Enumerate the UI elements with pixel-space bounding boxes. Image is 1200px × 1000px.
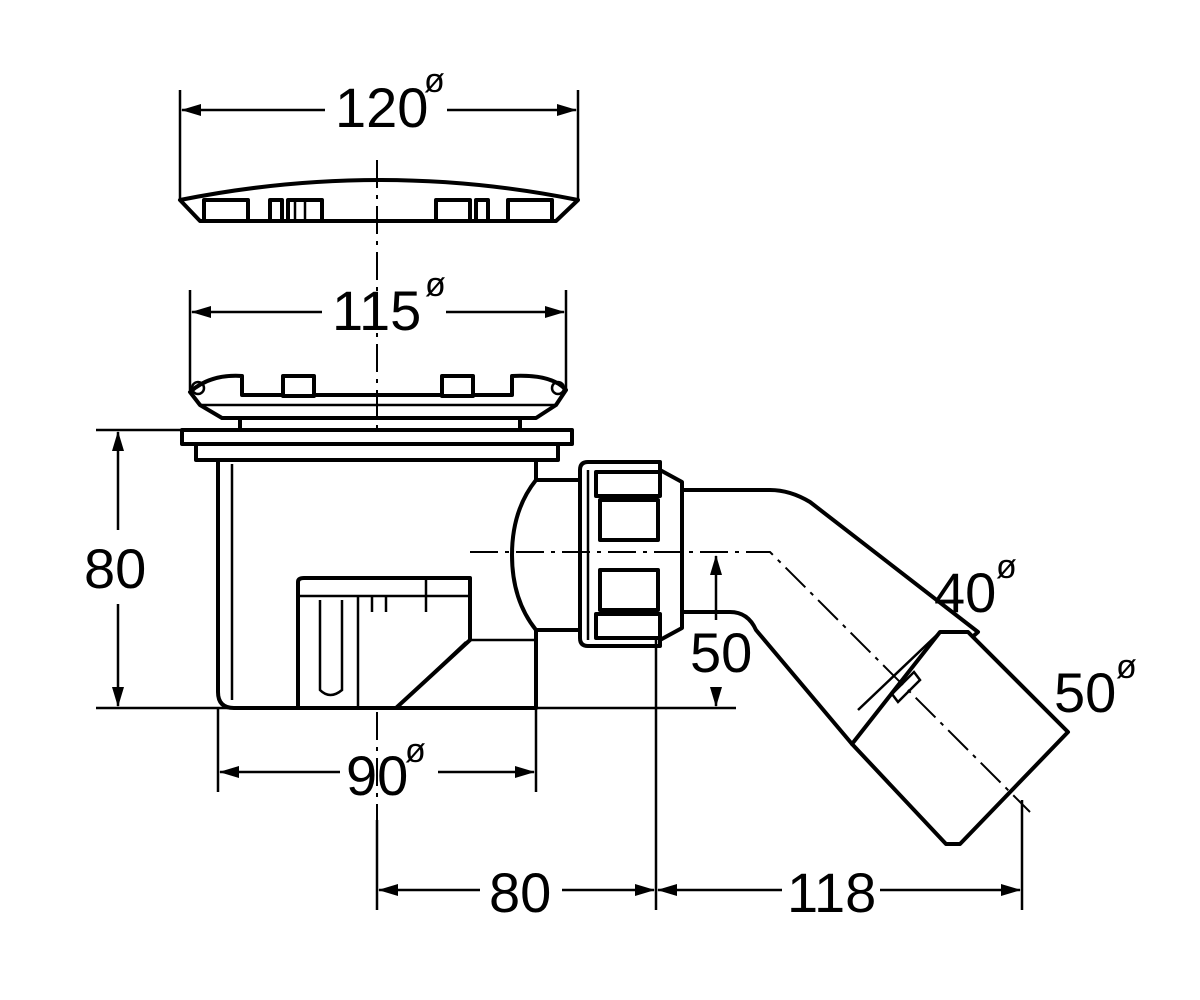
height-dimension: 80 bbox=[84, 428, 736, 710]
center-to-union-label: 80 bbox=[489, 861, 551, 924]
body-diameter-symbol: ø bbox=[405, 732, 426, 770]
cover-diameter-dimension: 120 ø bbox=[178, 62, 580, 200]
offset-dimensions: 80 118 bbox=[375, 640, 1024, 924]
cover-diameter-label: 120 bbox=[335, 76, 428, 139]
trap-body bbox=[180, 428, 582, 710]
grate-diameter-symbol: ø bbox=[425, 266, 446, 304]
union-nut bbox=[578, 460, 684, 648]
union-to-outlet-label: 118 bbox=[787, 861, 876, 924]
body-diameter-label: 90 bbox=[346, 744, 408, 807]
outlet-height-dimension: 50 bbox=[690, 555, 752, 707]
pipe-outer-diameter-symbol: ø bbox=[1116, 648, 1137, 686]
pipe-centerline bbox=[470, 551, 1031, 813]
pipe-inner-diameter-callout: 40 ø bbox=[934, 548, 1017, 624]
outlet-height-label: 50 bbox=[690, 621, 752, 684]
body-diameter-dimension: 90 ø bbox=[216, 630, 538, 807]
pipe-inner-diameter-label: 40 bbox=[934, 561, 996, 624]
cover-diameter-symbol: ø bbox=[424, 62, 445, 100]
outlet-pipe bbox=[680, 488, 1070, 846]
pipe-outer-diameter-label: 50 bbox=[1054, 661, 1116, 724]
cover-plate bbox=[178, 178, 580, 223]
pipe-outer-diameter-callout: 50 ø bbox=[1054, 648, 1137, 724]
pipe-inner-diameter-symbol: ø bbox=[996, 548, 1017, 586]
height-label: 80 bbox=[84, 537, 146, 600]
